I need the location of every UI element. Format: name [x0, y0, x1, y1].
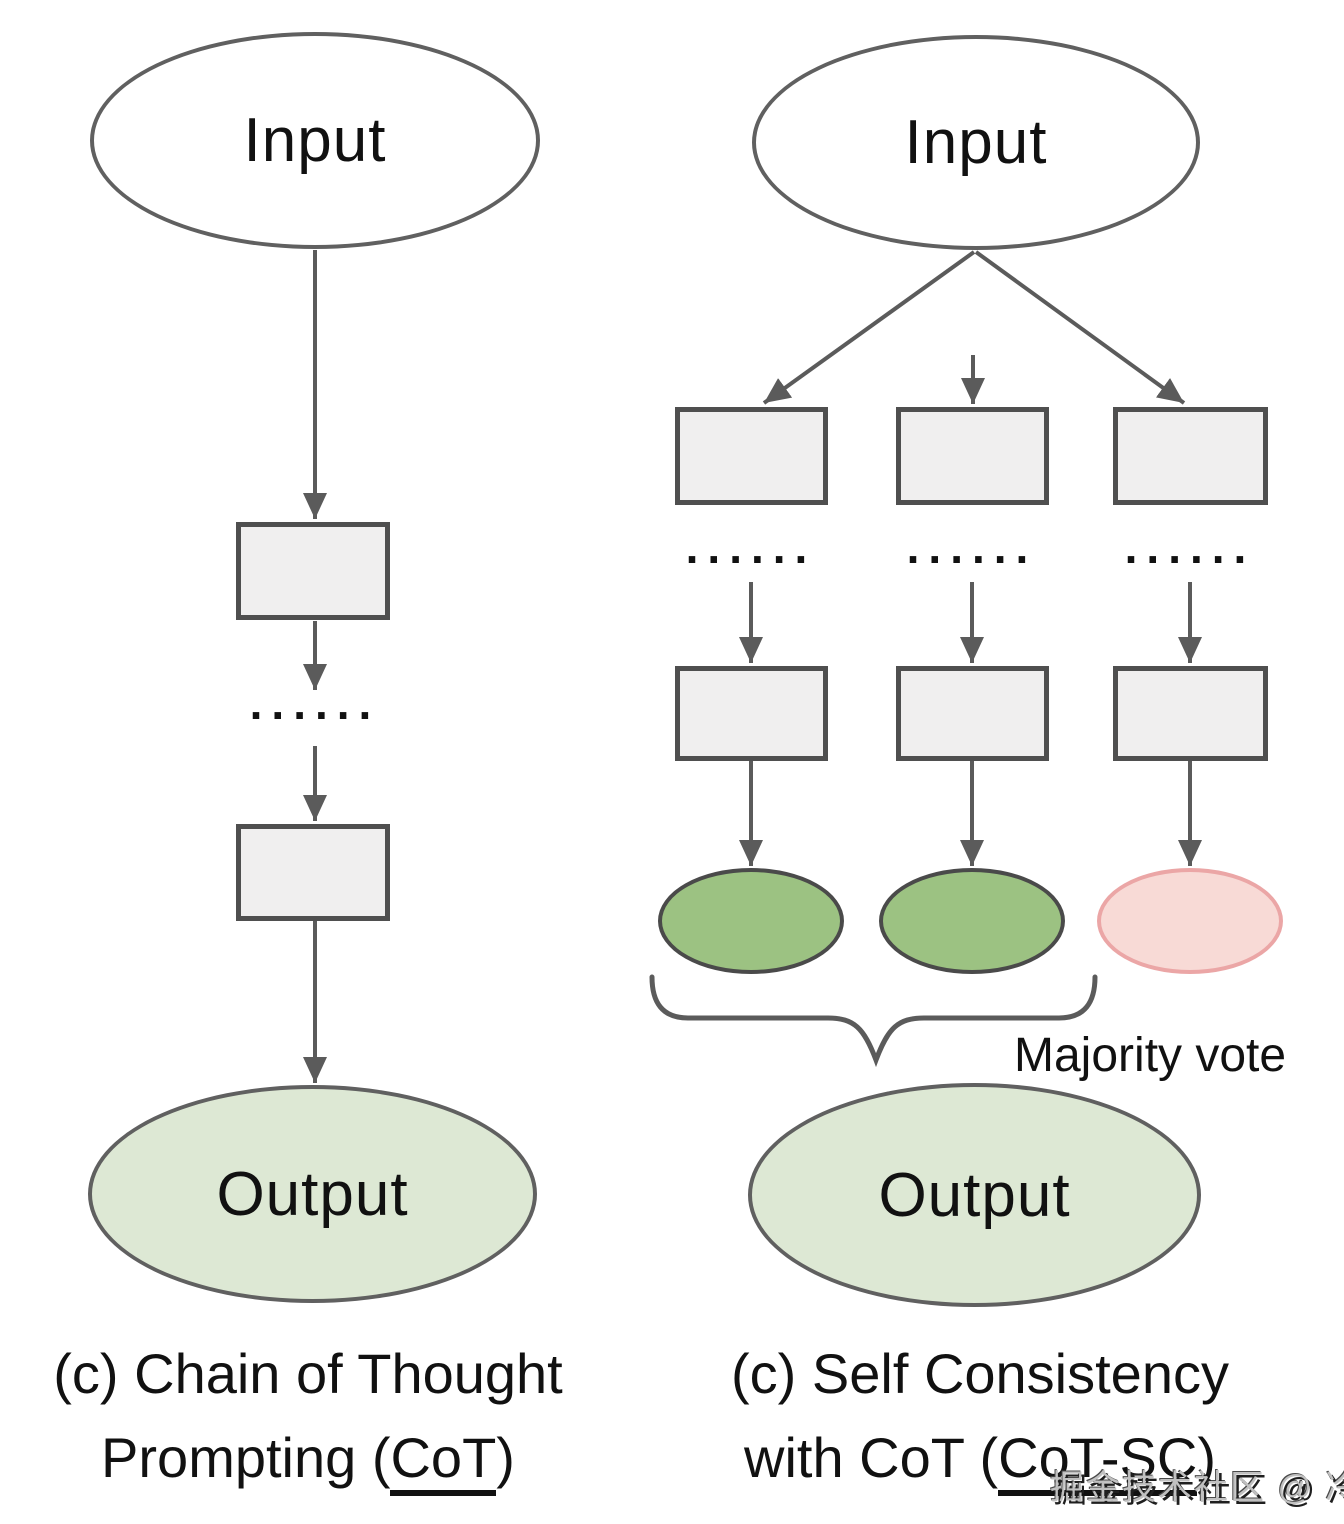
right-input-label: Input: [904, 108, 1048, 177]
right-ellipsis-dots-1: ......: [685, 521, 817, 573]
left-caption-line2: Prompting (CoT): [8, 1416, 608, 1500]
left-caption-underlined: CoT: [390, 1426, 497, 1496]
result-node-green-1: [658, 868, 844, 974]
majority-vote-brace: [649, 974, 1098, 1068]
left-caption: (c) Chain of Thought Prompting (CoT): [8, 1332, 608, 1500]
watermark-text: 掘金技术社区 @ 冷眸_: [1050, 1469, 1344, 1507]
left-ellipsis-dots: ......: [249, 677, 381, 729]
arrow-right-input-to-boxC: [974, 250, 1186, 405]
left-input-node: Input: [90, 32, 540, 249]
left-thought-box-1: [236, 522, 390, 620]
left-input-label: Input: [243, 106, 387, 175]
right-bottom-box-1: [675, 666, 828, 761]
right-caption-line2: with CoT (CoT-SC): [660, 1416, 1300, 1500]
left-output-label: Output: [216, 1159, 409, 1229]
right-input-node: Input: [752, 35, 1200, 250]
left-caption-line1: (c) Chain of Thought: [53, 1342, 563, 1405]
right-ellipsis-dots-3: ......: [1124, 521, 1256, 573]
right-caption-line1: (c) Self Consistency: [731, 1342, 1229, 1405]
right-ellipsis-dots-2: ......: [906, 521, 1038, 573]
right-output-label: Output: [878, 1160, 1071, 1230]
right-top-box-3: [1113, 407, 1268, 505]
result-node-pink: [1097, 868, 1283, 974]
result-node-green-2: [879, 868, 1065, 974]
right-top-box-1: [675, 407, 828, 505]
left-output-node: Output: [88, 1085, 537, 1303]
right-top-box-2: [896, 407, 1049, 505]
right-output-node: Output: [748, 1083, 1201, 1307]
right-bottom-box-2: [896, 666, 1049, 761]
left-thought-box-2: [236, 824, 390, 921]
right-caption: (c) Self Consistency with CoT (CoT-SC): [660, 1332, 1300, 1500]
arrow-right-input-to-boxA: [762, 250, 976, 405]
majority-vote-label: Majority vote: [1014, 1029, 1287, 1082]
right-caption-underlined: CoT-SC: [998, 1426, 1198, 1496]
right-bottom-box-3: [1113, 666, 1268, 761]
